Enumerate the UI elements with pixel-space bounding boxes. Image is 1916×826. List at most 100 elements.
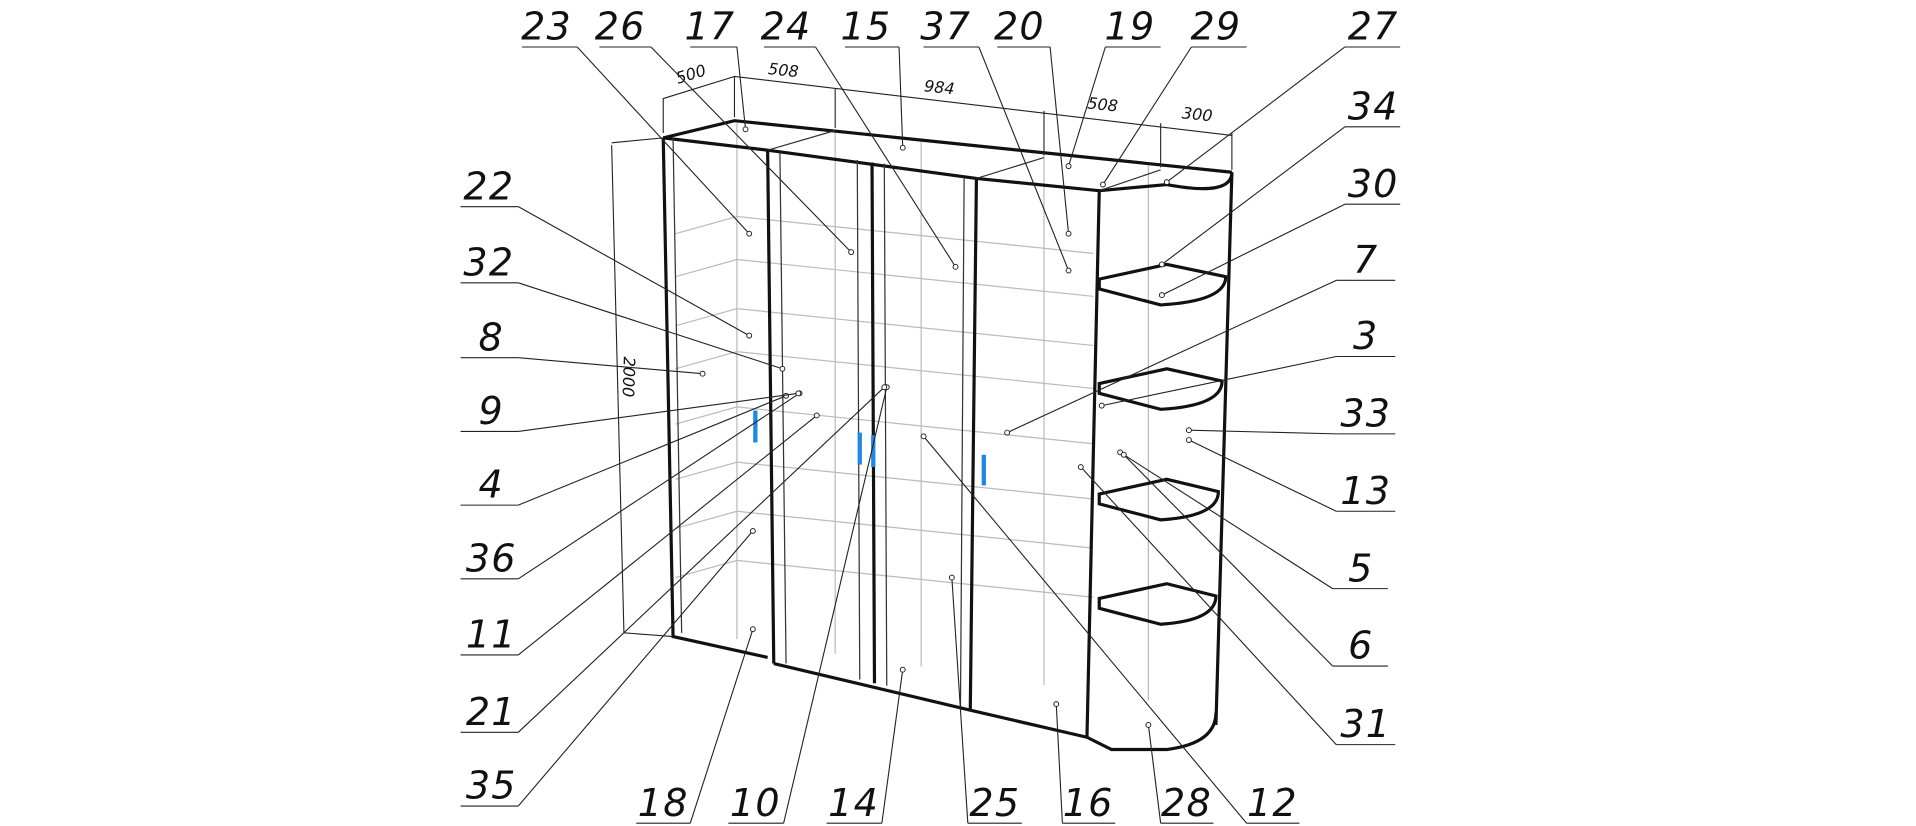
dim-label-500: 500 <box>674 61 709 88</box>
callout-label: 26 <box>595 5 646 49</box>
leader-line <box>518 395 787 506</box>
leader-point <box>1053 701 1060 708</box>
leader-line <box>783 387 888 824</box>
dim-main <box>734 75 1232 136</box>
callout-label: 10 <box>730 781 781 825</box>
corner-shelf <box>1097 477 1220 522</box>
leader-line <box>1101 355 1337 407</box>
wardrobe-drawing <box>661 119 1234 752</box>
leader-line <box>815 46 957 268</box>
callout-label: 19 <box>1105 5 1156 49</box>
hidden-shelf <box>675 559 1094 598</box>
callout-31: 31 <box>1077 464 1396 746</box>
callout-label: 22 <box>463 164 514 208</box>
callout-15: 15 <box>840 5 906 151</box>
callout-13: 13 <box>1185 437 1396 513</box>
callout-label: 28 <box>1161 781 1212 825</box>
interior-hidden-lines <box>675 123 1149 701</box>
leader-point <box>1098 402 1105 409</box>
corner-shelf <box>1097 367 1224 411</box>
leader-line <box>1188 439 1337 512</box>
leader-line <box>518 282 783 370</box>
leader-point <box>1185 427 1192 434</box>
dim-label-508: 508 <box>767 59 799 81</box>
leader-line <box>650 46 852 253</box>
callout-label: 8 <box>479 315 504 359</box>
leader-line <box>1006 279 1337 434</box>
callout-16: 16 <box>1053 701 1116 825</box>
leader-line <box>923 435 1248 824</box>
leader-point <box>813 412 820 419</box>
callout-14: 14 <box>826 666 906 825</box>
left-section-edge <box>766 150 776 664</box>
callout-label: 6 <box>1348 624 1373 668</box>
leader-line <box>1068 46 1106 167</box>
hidden-shelf <box>675 350 1094 390</box>
callout-32: 32 <box>460 240 786 372</box>
hidden-shelf <box>675 307 1094 347</box>
leader-point <box>1158 292 1165 299</box>
leader-point <box>1163 179 1170 186</box>
leader-line <box>517 415 818 656</box>
callout-4: 4 <box>460 392 789 507</box>
leader-point <box>848 249 855 256</box>
leader-line <box>898 46 904 148</box>
callout-label: 15 <box>840 5 891 49</box>
leader-point <box>1120 451 1127 458</box>
callout-8: 8 <box>460 315 706 377</box>
leader-line <box>1147 724 1162 824</box>
callout-label: 9 <box>479 389 504 433</box>
hidden-shelf <box>675 406 1094 445</box>
dim-tick <box>611 137 664 144</box>
callout-28: 28 <box>1145 722 1214 825</box>
hidden-shelf <box>675 510 1094 549</box>
leader-line <box>518 357 703 375</box>
right-edge <box>1085 190 1101 738</box>
door-edge <box>856 159 861 680</box>
callout-label: 17 <box>684 5 735 49</box>
callout-label: 36 <box>466 536 517 580</box>
callout-11: 11 <box>460 412 820 657</box>
dim-500 <box>662 75 736 133</box>
door-edge <box>779 152 787 664</box>
divider-top <box>767 129 836 151</box>
leader-point <box>920 433 927 440</box>
callout-label: 4 <box>479 463 504 507</box>
callout-label: 34 <box>1348 84 1399 128</box>
callout-label: 12 <box>1247 781 1298 825</box>
callout-9: 9 <box>460 389 802 433</box>
callout-18: 18 <box>636 626 756 825</box>
callout-label: 21 <box>466 690 517 734</box>
callout-label: 11 <box>466 613 517 657</box>
callout-25: 25 <box>948 574 1022 825</box>
callout-26: 26 <box>595 5 855 256</box>
callout-label: 7 <box>1353 238 1378 282</box>
leader-point <box>746 332 753 339</box>
leader-point <box>742 126 749 133</box>
callout-label: 3 <box>1353 314 1378 358</box>
callout-3: 3 <box>1098 314 1396 409</box>
leader-line <box>689 628 754 824</box>
leader-point <box>899 144 906 151</box>
middle-door-split <box>870 162 877 684</box>
top-back-edge <box>662 119 1233 174</box>
callout-7: 7 <box>1004 238 1396 436</box>
callout-label: 13 <box>1340 469 1391 513</box>
dim-label-2000: 2000 <box>619 356 639 397</box>
callout-20: 20 <box>994 5 1072 237</box>
corner-shelf <box>1097 582 1218 626</box>
callout-33: 33 <box>1185 392 1396 436</box>
callout-23: 23 <box>521 5 753 237</box>
callout-label: 30 <box>1348 162 1399 206</box>
callout-label: 5 <box>1348 546 1373 590</box>
leader-line <box>517 530 754 807</box>
leader-line <box>1055 704 1063 824</box>
callout-21: 21 <box>460 384 888 734</box>
left-section-front <box>661 137 768 659</box>
callout-label: 35 <box>466 764 517 808</box>
callout-label: 37 <box>920 5 971 49</box>
leader-line <box>1123 454 1333 667</box>
leader-point <box>779 365 786 372</box>
divider-top <box>976 156 1045 179</box>
